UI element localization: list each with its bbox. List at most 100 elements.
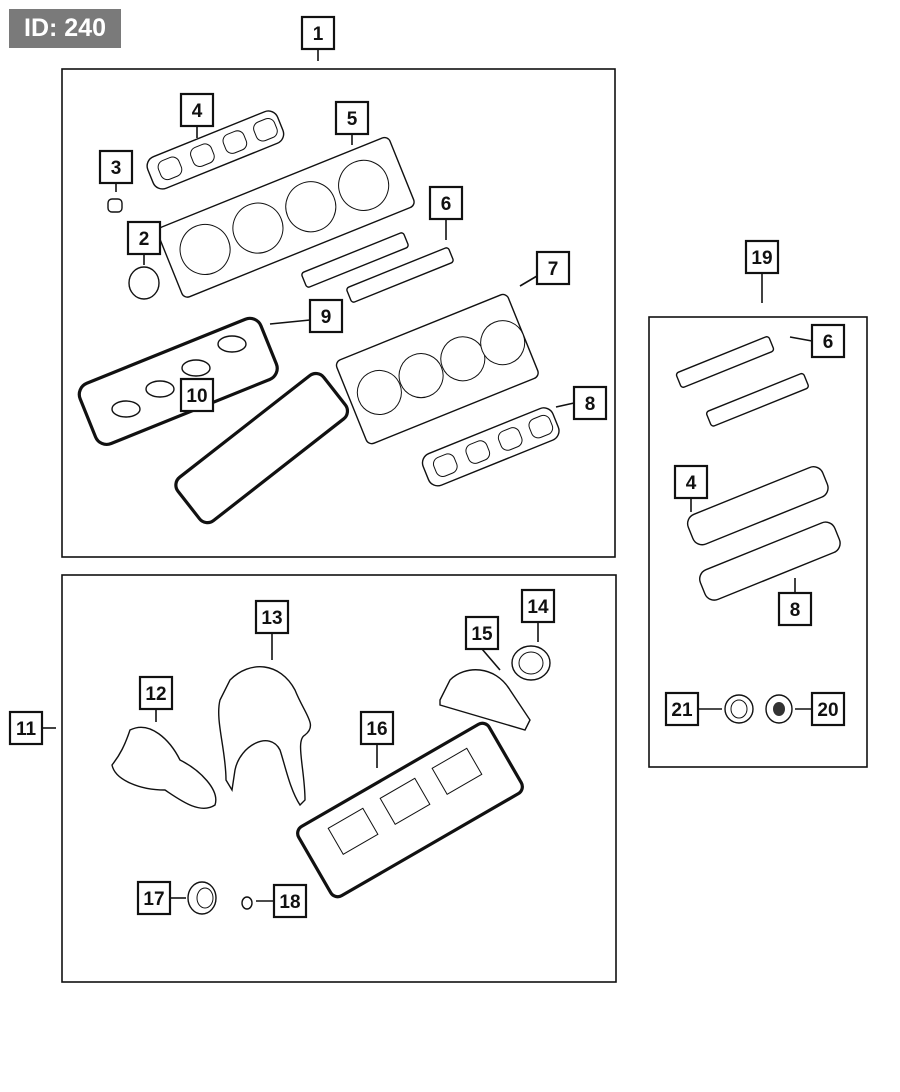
seal-21[interactable] bbox=[724, 694, 754, 724]
callout-6: 6 bbox=[789, 323, 846, 359]
callout-number: 9 bbox=[321, 307, 332, 328]
callout-box bbox=[98, 149, 134, 185]
water-pump-gasket[interactable] bbox=[111, 726, 217, 809]
callout-box bbox=[308, 298, 344, 334]
callout-4: 4 bbox=[673, 464, 709, 512]
callout-number: 15 bbox=[471, 624, 493, 645]
callout-box bbox=[810, 323, 846, 359]
oil-pan-gasket[interactable] bbox=[295, 720, 526, 899]
callout-10: 10 bbox=[179, 377, 215, 413]
valve-cover-gasket-right[interactable] bbox=[172, 369, 352, 526]
callout-6: 6 bbox=[428, 185, 464, 240]
callout-box bbox=[464, 615, 500, 651]
callout-box bbox=[673, 464, 709, 500]
callout-box bbox=[535, 250, 571, 286]
cylinder-head-gasket-left[interactable] bbox=[156, 136, 416, 299]
callout-13: 13 bbox=[254, 599, 290, 660]
callout-17: 17 bbox=[136, 880, 186, 916]
callout-box bbox=[428, 185, 464, 221]
exhaust-manifold-gasket-left[interactable] bbox=[144, 108, 287, 192]
callout-number: 3 bbox=[111, 158, 122, 179]
callout-number: 21 bbox=[671, 700, 693, 721]
callout-5: 5 bbox=[334, 100, 370, 145]
callout-number: 6 bbox=[441, 194, 452, 215]
callout-15: 15 bbox=[464, 615, 501, 671]
callout-number: 20 bbox=[817, 700, 838, 721]
callout-number: 14 bbox=[527, 597, 549, 618]
callout-number: 6 bbox=[823, 332, 834, 353]
callout-number: 1 bbox=[313, 24, 324, 45]
callout-18: 18 bbox=[256, 883, 308, 919]
callout-box bbox=[664, 691, 700, 727]
callout-box bbox=[8, 710, 44, 746]
cylinder-head-gasket-right[interactable] bbox=[335, 293, 540, 446]
exhaust-manifold-gasket-right[interactable] bbox=[419, 405, 562, 489]
callout-number: 8 bbox=[790, 600, 801, 621]
valve-cover-gasket-left[interactable] bbox=[76, 315, 281, 448]
callout-box bbox=[126, 220, 162, 256]
callout-number: 12 bbox=[145, 684, 166, 705]
callout-21: 21 bbox=[664, 691, 722, 727]
callout-number: 7 bbox=[548, 259, 559, 280]
leader-line bbox=[789, 336, 813, 342]
seal-20[interactable] bbox=[765, 694, 793, 724]
callout-8: 8 bbox=[777, 578, 813, 627]
callout-box bbox=[744, 239, 780, 275]
kit-exhaust-gasket-4[interactable] bbox=[685, 464, 831, 548]
callout-box bbox=[254, 599, 290, 635]
leader-line bbox=[481, 648, 501, 671]
callout-number: 10 bbox=[186, 386, 207, 407]
kit-exhaust-gasket-8[interactable] bbox=[697, 519, 843, 603]
leader-line bbox=[269, 319, 311, 325]
callout-number: 17 bbox=[143, 889, 164, 910]
callout-1: 1 bbox=[300, 15, 336, 61]
small-o-ring[interactable] bbox=[241, 896, 253, 910]
group-frame-11 bbox=[61, 574, 617, 983]
callout-8: 8 bbox=[555, 385, 608, 421]
callout-box bbox=[520, 588, 556, 624]
callout-box bbox=[572, 385, 608, 421]
callout-box bbox=[179, 92, 215, 128]
callout-12: 12 bbox=[138, 675, 174, 722]
callout-2: 2 bbox=[126, 220, 162, 265]
callout-number: 18 bbox=[279, 892, 300, 913]
callout-19: 19 bbox=[744, 239, 780, 303]
callout-number: 4 bbox=[686, 473, 697, 494]
timing-cover-gasket[interactable] bbox=[218, 666, 312, 807]
callout-box bbox=[272, 883, 308, 919]
callout-box bbox=[810, 691, 846, 727]
callout-4: 4 bbox=[179, 92, 215, 138]
callout-number: 8 bbox=[585, 394, 596, 415]
rear-main-seal-retainer[interactable] bbox=[439, 645, 551, 731]
callout-3: 3 bbox=[98, 149, 134, 192]
callout-box bbox=[300, 15, 336, 51]
kit-intake-gaskets[interactable] bbox=[675, 336, 809, 427]
callout-box bbox=[136, 880, 172, 916]
callout-box bbox=[179, 377, 215, 413]
callout-20: 20 bbox=[795, 691, 846, 727]
callout-number: 5 bbox=[347, 109, 358, 130]
valve-stem-seal[interactable] bbox=[107, 198, 123, 213]
callout-14: 14 bbox=[520, 588, 556, 642]
leader-line bbox=[519, 275, 538, 287]
callout-number: 13 bbox=[261, 608, 282, 629]
front-crankshaft-seal[interactable] bbox=[187, 881, 217, 915]
callout-number: 11 bbox=[16, 719, 37, 740]
callout-number: 19 bbox=[751, 248, 772, 269]
callout-box bbox=[334, 100, 370, 136]
callout-11: 11 bbox=[8, 710, 56, 746]
id-badge: ID: 240 bbox=[9, 9, 121, 48]
callout-number: 2 bbox=[139, 229, 150, 250]
group-frame-19 bbox=[648, 316, 868, 768]
callout-box bbox=[359, 710, 395, 746]
group-frame-1 bbox=[61, 68, 616, 558]
callout-number: 16 bbox=[366, 719, 387, 740]
intake-manifold-gaskets[interactable] bbox=[301, 232, 454, 303]
spark-plug-tube-seals[interactable] bbox=[111, 335, 247, 418]
callout-16: 16 bbox=[359, 710, 395, 768]
callout-number: 4 bbox=[192, 101, 203, 122]
o-ring[interactable] bbox=[128, 266, 160, 300]
leader-line bbox=[555, 402, 575, 408]
callout-box bbox=[777, 591, 813, 627]
